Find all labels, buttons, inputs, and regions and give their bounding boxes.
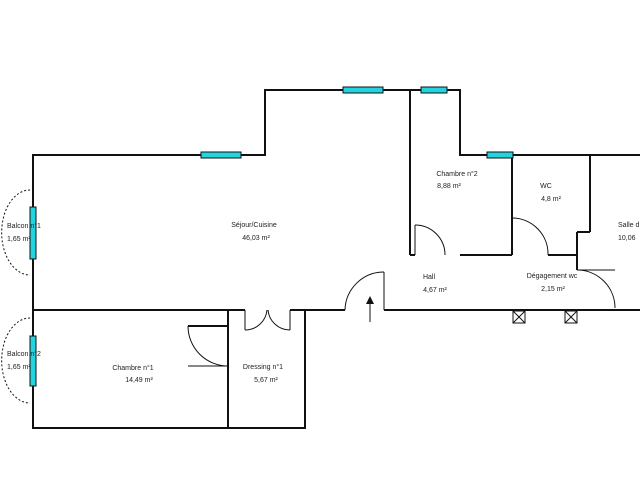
room-labels: Séjour/Cuisine 46,03 m² Chambre n°2 8,88… bbox=[7, 170, 640, 384]
wc-name: WC bbox=[540, 183, 552, 190]
door-swing-icon bbox=[244, 309, 291, 331]
sejour-area: 46,03 m² bbox=[242, 235, 270, 242]
salle-area: 10,06 bbox=[618, 235, 636, 242]
outer-wall-top-right bbox=[410, 89, 640, 156]
dressing-name: Dressing n°1 bbox=[243, 363, 283, 371]
balcon2-area: 1,65 m² bbox=[7, 364, 31, 371]
window-sejour-2 bbox=[342, 86, 384, 94]
chambre1-area: 14,49 m² bbox=[125, 377, 153, 384]
doors bbox=[187, 217, 616, 367]
balcon2-name: Balcon n°2 bbox=[7, 350, 41, 358]
balconies bbox=[1, 189, 31, 404]
degagement-area: 2,15 m² bbox=[541, 286, 565, 293]
windows bbox=[29, 86, 514, 387]
entrance-arrow-icon bbox=[366, 296, 374, 322]
balcon2-outline bbox=[1, 317, 31, 404]
ducts bbox=[512, 309, 578, 324]
hall-area: 4,67 m² bbox=[423, 287, 447, 294]
window-balcon2 bbox=[29, 335, 37, 387]
duct-cross-icon bbox=[512, 310, 526, 324]
chambre2-area: 8,88 m² bbox=[437, 183, 461, 190]
dressing-area: 5,67 m² bbox=[254, 377, 278, 384]
walls bbox=[32, 89, 640, 429]
door-swing-icon bbox=[187, 325, 229, 367]
degagement-name: Dégagement wc bbox=[527, 273, 578, 280]
chambre2-name: Chambre n°2 bbox=[436, 170, 477, 178]
window-balcon1 bbox=[29, 206, 37, 260]
salle-name: Salle d bbox=[618, 222, 640, 229]
outer-wall-top-left bbox=[32, 89, 410, 310]
balcon1-outline bbox=[1, 189, 31, 276]
sejour-name: Séjour/Cuisine bbox=[231, 222, 277, 229]
chambre1-name: Chambre n°1 bbox=[112, 364, 153, 372]
balcon1-name: Balcon n°1 bbox=[7, 222, 41, 230]
duct-cross-icon bbox=[564, 310, 578, 324]
door-swing-icon bbox=[511, 217, 549, 256]
window-wc bbox=[486, 151, 514, 159]
door-swing-icon bbox=[344, 271, 385, 311]
balcon1-area: 1,65 m² bbox=[7, 236, 31, 243]
window-chambre2 bbox=[420, 86, 448, 94]
door-swing-icon bbox=[414, 224, 446, 256]
wc-area: 4,8 m² bbox=[541, 196, 562, 203]
door-swing-icon bbox=[576, 269, 616, 309]
hall-name: Hall bbox=[423, 274, 436, 281]
window-sejour-1 bbox=[200, 151, 242, 159]
